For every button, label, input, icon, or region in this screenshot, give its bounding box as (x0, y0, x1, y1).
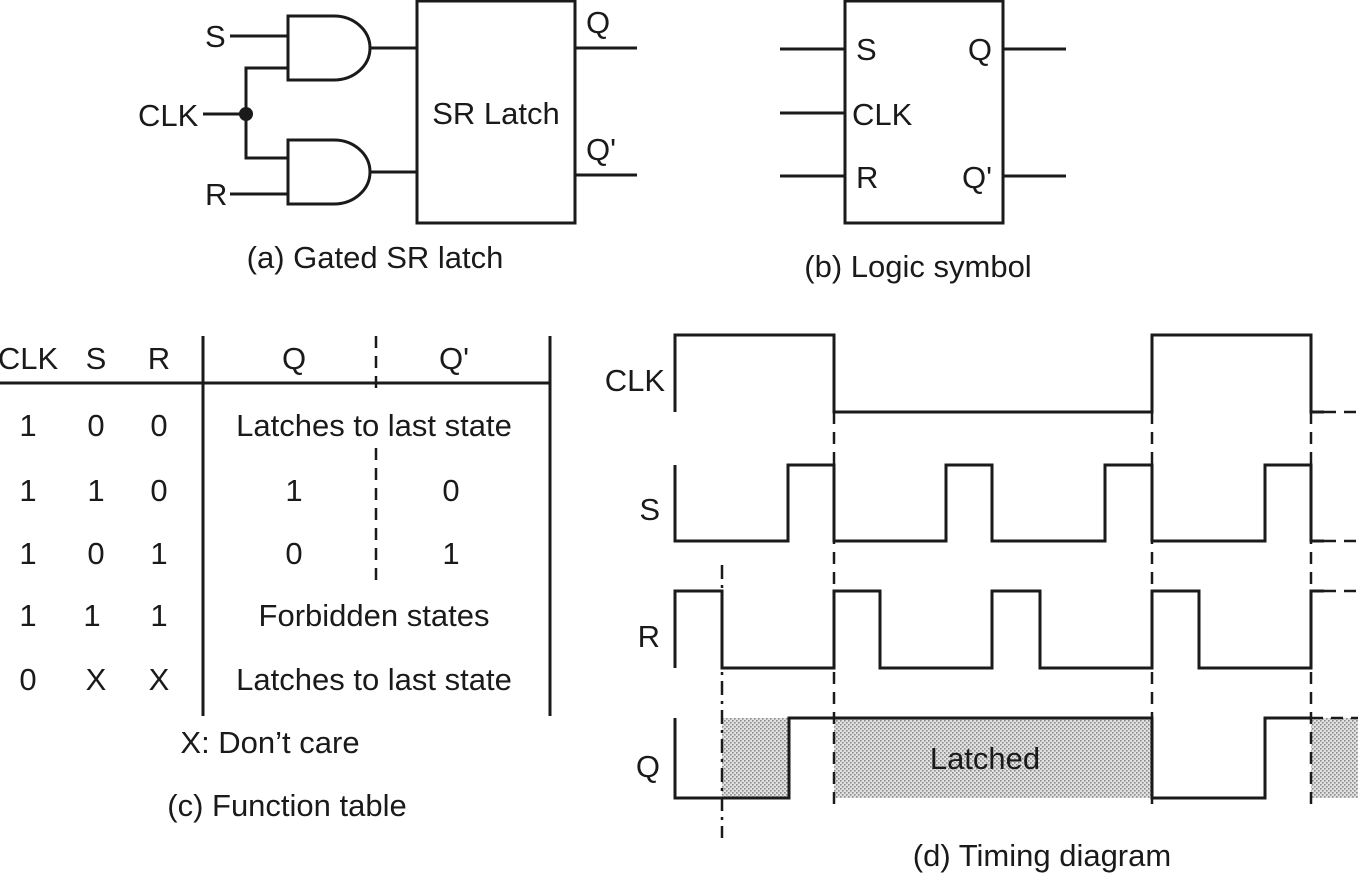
table-header-qbar: Q' (439, 341, 469, 376)
table-row-2-clk: 1 (19, 473, 36, 508)
panel-b-input-r-label: R (856, 160, 878, 195)
table-header-s: S (86, 341, 107, 376)
panel-a-input-r-label: R (205, 177, 227, 212)
panel-a-output-qbar-label: Q' (586, 132, 616, 167)
panel-a-sr-latch-box (415, 0, 577, 225)
table-row-3-r: 1 (150, 536, 167, 571)
table-row-4-s: 1 (83, 598, 100, 633)
q-shaded-region-3 (1311, 718, 1358, 798)
q-waveform (673, 716, 1311, 800)
q-shaded-region-1 (722, 718, 789, 798)
table-row-1-s: 0 (87, 408, 104, 443)
s-waveform (673, 463, 1324, 543)
panel-b-logic-symbol: S CLK R Q Q' (b) Logic symbol (780, 0, 1066, 284)
table-row-5-s: X (86, 662, 107, 697)
table-header-q: Q (282, 341, 306, 376)
panel-c-function-table: CLK S R Q Q' 1 0 0 Latches to last state… (0, 336, 552, 823)
table-row-4-clk: 1 (19, 598, 36, 633)
panel-a-output-q-label: Q (586, 5, 610, 40)
panel-a-and-gate-bottom (286, 138, 372, 206)
panel-b-caption: (b) Logic symbol (804, 249, 1031, 284)
table-row-4-r: 1 (150, 598, 167, 633)
table-note-dont-care: X: Don’t care (180, 725, 359, 760)
panel-a-gated-sr-latch: S CLK R SR Latch Q Q' (a) Gated SR latch (138, 0, 637, 275)
table-row-1-r: 0 (150, 408, 167, 443)
table-row-3-qbar: 1 (442, 536, 459, 571)
table-row-5-clk: 0 (19, 662, 36, 697)
panel-b-symbol-box (843, 0, 1005, 225)
panel-a-input-clk-label: CLK (138, 98, 199, 133)
timing-label-q: Q (636, 749, 660, 784)
table-row-1-result: Latches to last state (236, 408, 512, 443)
table-header-clk: CLK (0, 341, 58, 376)
panel-c-caption: (c) Function table (167, 788, 407, 823)
timing-label-clk: CLK (605, 363, 666, 398)
table-row-1-clk: 1 (19, 408, 36, 443)
table-row-2-s: 1 (87, 473, 104, 508)
panel-d-timing-diagram: CLK S R Q Latched (d) Timing diagram (605, 333, 1358, 873)
table-row-2-r: 0 (150, 473, 167, 508)
timing-latched-label: Latched (930, 741, 1040, 776)
panel-a-sr-latch-label: SR Latch (432, 96, 560, 131)
table-row-2-q: 1 (285, 473, 302, 508)
table-row-3-s: 0 (87, 536, 104, 571)
panel-b-input-s-label: S (856, 32, 877, 67)
panel-b-output-qbar-label: Q' (962, 160, 992, 195)
r-waveform (673, 589, 1324, 670)
panel-d-caption: (d) Timing diagram (913, 838, 1171, 873)
clk-waveform (673, 333, 1324, 414)
table-row-2-qbar: 0 (442, 473, 459, 508)
q-shaded-region-latched (834, 718, 1152, 798)
table-row-3-q: 0 (285, 536, 302, 571)
table-row-4-result: Forbidden states (259, 598, 490, 633)
panel-a-caption: (a) Gated SR latch (247, 240, 504, 275)
timing-label-s: S (639, 492, 660, 527)
panel-a-input-s-label: S (205, 19, 226, 54)
table-row-5-result: Latches to last state (236, 662, 512, 697)
panel-a-and-gate-top (286, 14, 372, 82)
panel-b-output-q-label: Q (968, 32, 992, 67)
panel-b-input-clk-label: CLK (852, 97, 913, 132)
table-header-r: R (148, 341, 170, 376)
panel-a-junction-dot (239, 107, 253, 121)
timing-label-r: R (638, 619, 660, 654)
table-row-3-clk: 1 (19, 536, 36, 571)
table-row-5-r: X (149, 662, 170, 697)
